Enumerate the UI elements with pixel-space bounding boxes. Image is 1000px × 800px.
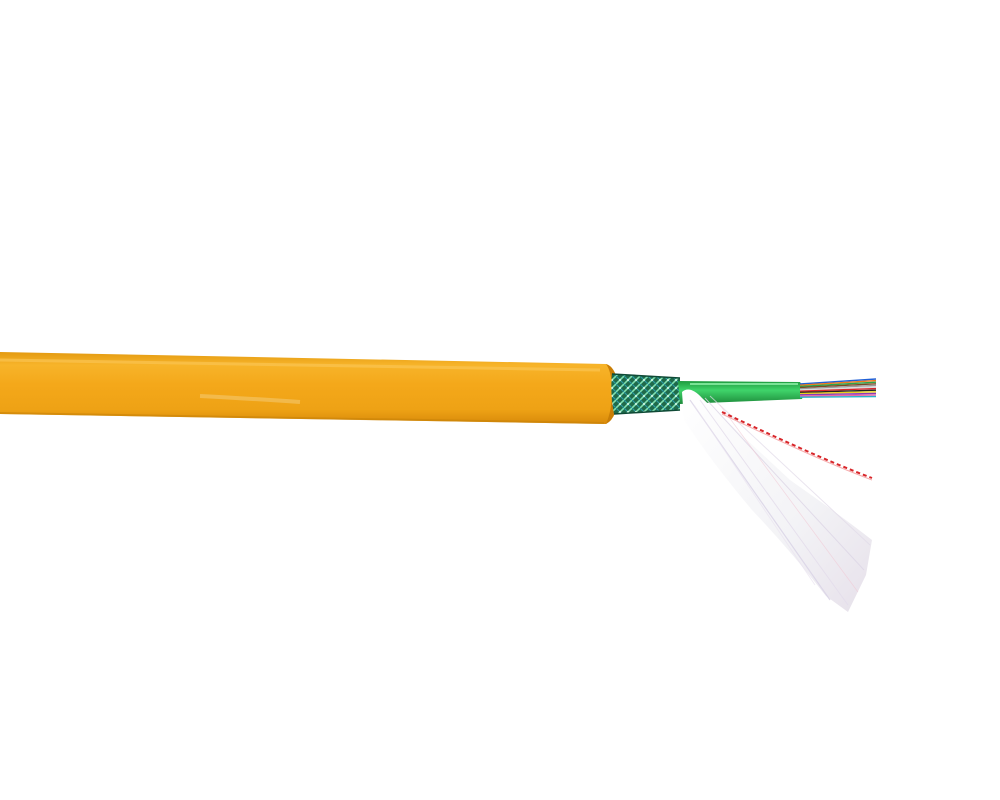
- fiber-strand: [799, 395, 877, 398]
- fiber-strand: [799, 392, 877, 396]
- fiber-strand: [799, 384, 877, 390]
- fiber-strand: [799, 381, 877, 388]
- fiber-strand: [799, 387, 877, 392]
- ripcord: [721, 411, 873, 481]
- aramid-yarn: [682, 389, 872, 612]
- fiber-strand: [799, 383, 877, 389]
- braided-shield: [611, 373, 681, 415]
- fiber-strand: [799, 379, 877, 386]
- fiber-strand: [799, 394, 877, 397]
- fiber-strand: [799, 386, 877, 391]
- buffer-tube: [678, 381, 804, 404]
- optical-fibers: [799, 378, 877, 398]
- fiber-strand: [799, 389, 877, 394]
- cable-jacket: [0, 352, 618, 424]
- fiber-strand: [799, 391, 877, 395]
- fiber-strand: [799, 378, 877, 385]
